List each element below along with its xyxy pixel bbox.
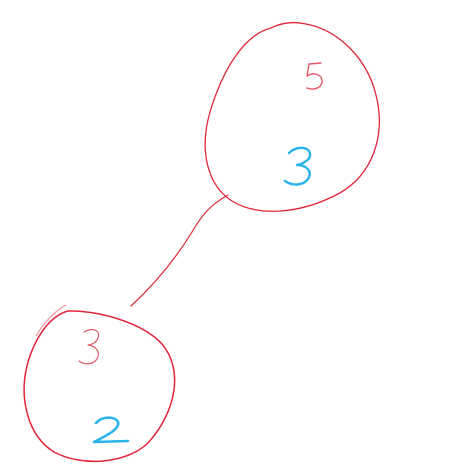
tree-node-top [204,21,380,212]
tree-node-bottom [23,304,176,463]
node-top-bottom-value: 3 [286,149,310,193]
node-values: 5 3 3 2 [79,62,323,450]
node-bottom-outline-overlap [35,304,67,337]
node-bottom-top-value-stroke [78,328,100,365]
node-bottom-bottom-value-stroke [92,416,130,444]
node-top-bottom-value-stroke [283,146,312,186]
tree-edge [130,194,229,307]
node-bottom-top-value: 3 [79,333,101,373]
node-bottom-outline [23,310,176,463]
node-top-outline [204,21,380,212]
node-top-top-value: 5 [305,62,323,95]
node-top-top-value-stroke [306,62,323,90]
node-bottom-bottom-value: 2 [100,415,119,450]
